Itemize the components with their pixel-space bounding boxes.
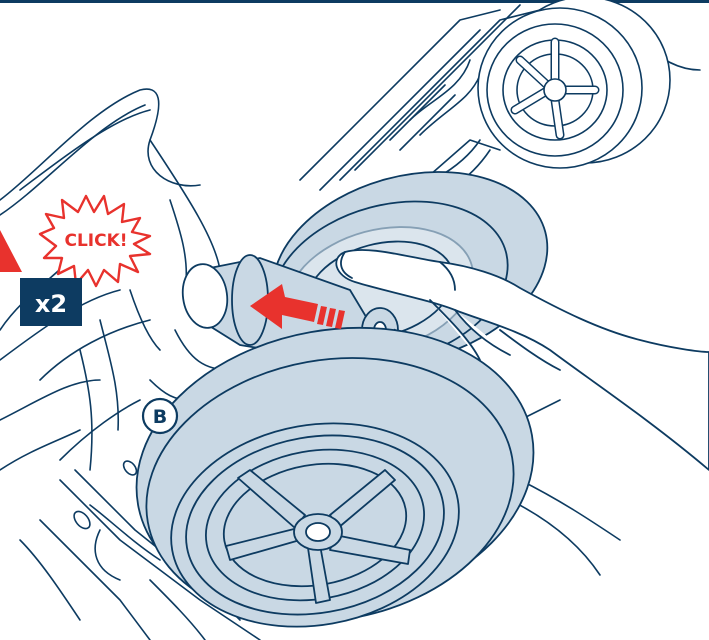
part-label: B: [153, 406, 167, 428]
wheel-spokes: [225, 469, 411, 604]
part-marker: B: [141, 397, 179, 435]
warning-triangle-icon: [0, 230, 22, 272]
quantity-label: x2: [35, 290, 67, 318]
hand: [335, 249, 709, 471]
click-label: CLICK!: [64, 231, 127, 251]
wheel-lower: [135, 326, 535, 628]
top-rule: [0, 0, 709, 3]
rear-wheel-top: [477, 0, 671, 169]
insert-arrow-icon: [250, 284, 345, 329]
click-burst-icon: CLICK!: [38, 194, 152, 288]
quantity-badge: x2: [20, 278, 82, 326]
